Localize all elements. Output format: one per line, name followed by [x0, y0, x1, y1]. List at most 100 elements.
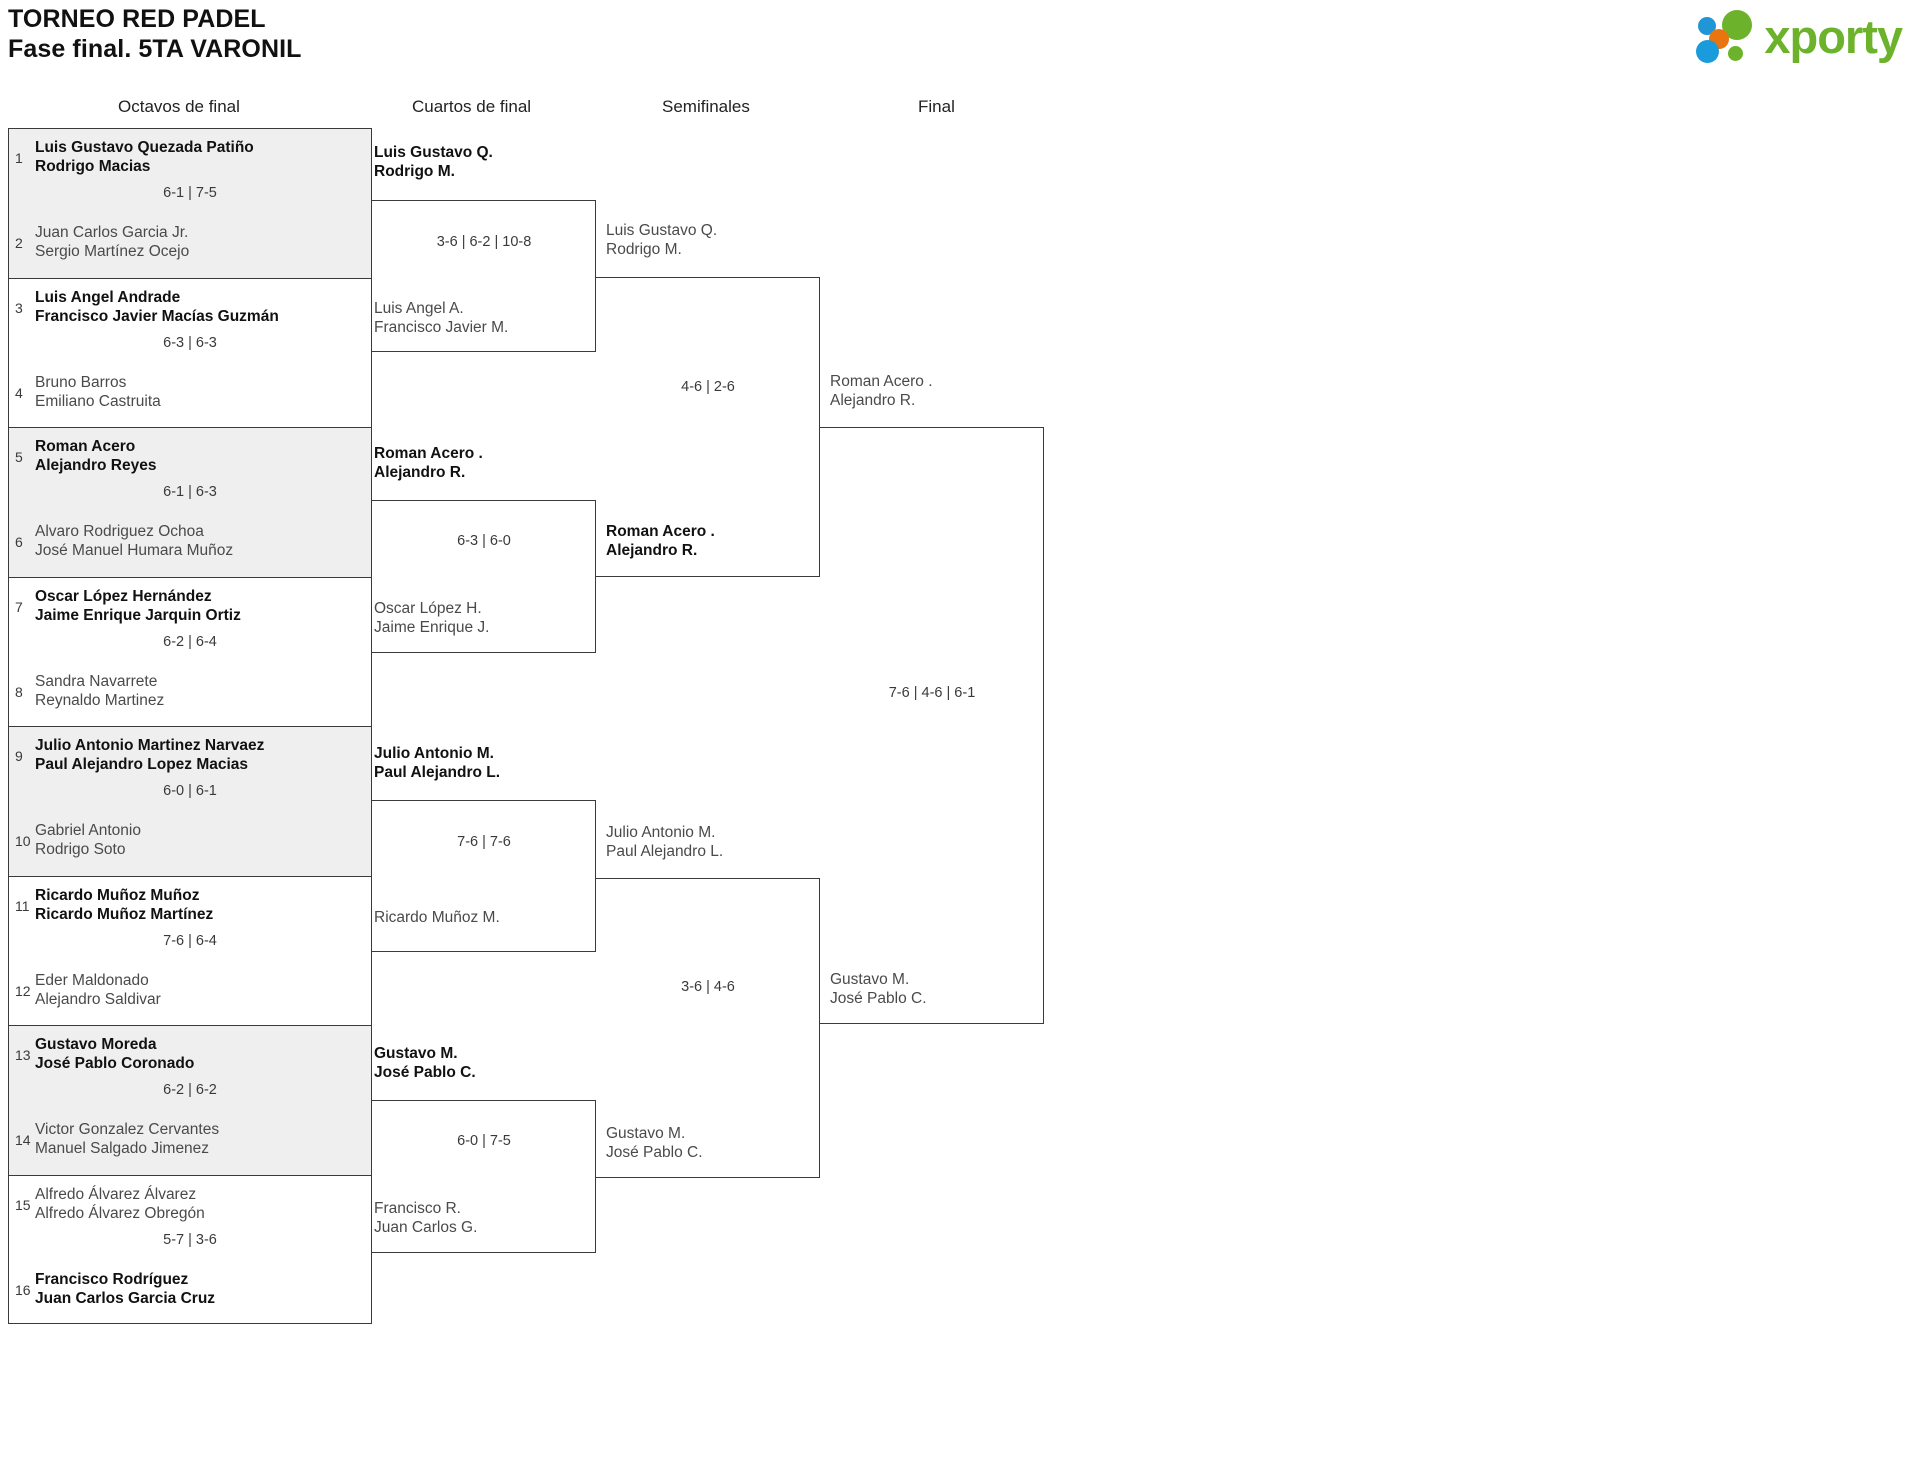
seed-number: 6: [15, 534, 23, 550]
seed-number: 12: [15, 982, 31, 999]
round-header-final: Final: [918, 97, 955, 116]
player-name: Rodrigo Soto: [35, 841, 126, 858]
player-name: Oscar López Hernández: [35, 587, 212, 605]
team-top: Roman Acero Alejandro Reyes: [35, 437, 365, 475]
team-bottom: Oscar López H. Jaime Enrique J.: [374, 599, 489, 637]
player-name: Juan Carlos G.: [374, 1219, 478, 1236]
team-top: Julio Antonio M. Paul Alejandro L.: [606, 823, 723, 861]
round-header-octavos: Octavos de final: [118, 97, 240, 116]
match-score: 3-6 | 6-2 | 10-8: [436, 234, 532, 250]
player-name: Paul Alejandro L.: [606, 843, 724, 860]
match-frame: [596, 878, 820, 1178]
player-name: Alejandro R.: [606, 542, 698, 559]
player-name: Juan Carlos Garcia Jr.: [35, 224, 189, 241]
player-name: Luis Gustavo Q.: [374, 144, 493, 161]
team-top: Julio Antonio M. Paul Alejandro L.: [374, 744, 500, 782]
player-name: José Pablo C.: [606, 1144, 703, 1161]
player-name: Rodrigo Macias: [35, 158, 151, 175]
player-name: Jaime Enrique J.: [374, 619, 490, 636]
player-name: Victor Gonzalez Cervantes: [35, 1121, 220, 1138]
match-frame: [820, 427, 1044, 1024]
team-top: Julio Antonio Martinez Narvaez Paul Alej…: [35, 736, 365, 774]
team-top: Alfredo Álvarez Álvarez Alfredo Álvarez …: [35, 1185, 365, 1223]
match-score: 4-6 | 2-6: [681, 379, 735, 395]
player-name: Luis Angel Andrade: [35, 288, 181, 306]
player-name: Rodrigo M.: [374, 163, 455, 180]
r1-match-8[interactable]: 15 Alfredo Álvarez Álvarez Alfredo Álvar…: [8, 1174, 372, 1324]
team-bottom: Sandra Navarrete Reynaldo Martinez: [35, 672, 365, 710]
match-score: 3-6 | 4-6: [681, 979, 735, 995]
match-score: 7-6 | 4-6 | 6-1: [888, 685, 976, 701]
seed-number: 1: [15, 150, 23, 166]
player-name: Gabriel Antonio: [35, 822, 141, 839]
player-name: Roman Acero .: [830, 373, 933, 390]
tournament-phase: Fase final. 5TA VARONIL: [8, 35, 302, 63]
player-name: Bruno Barros: [35, 373, 127, 391]
match-score: 6-2 | 6-4: [163, 633, 217, 650]
match-frame: [372, 500, 596, 653]
team-top: Ricardo Muñoz Muñoz Ricardo Muñoz Martín…: [35, 886, 365, 924]
team-top: Oscar López Hernández Jaime Enrique Jarq…: [35, 587, 365, 625]
player-name: Ricardo Muñoz Muñoz: [35, 886, 200, 904]
r1-match-2[interactable]: 3 Luis Angel Andrade Francisco Javier Ma…: [8, 277, 372, 427]
seed-number: 9: [15, 748, 23, 764]
match-frame: [372, 800, 596, 952]
team-top: Roman Acero . Alejandro R.: [374, 444, 483, 482]
match-frame: [372, 200, 596, 352]
player-name: Alvaro Rodriguez Ochoa: [35, 523, 204, 540]
match-score: 5-7 | 3-6: [163, 1231, 217, 1248]
match-score: 7-6 | 6-4: [163, 932, 217, 949]
match-score: 6-1 | 7-5: [163, 185, 217, 201]
r1-match-6[interactable]: 11 Ricardo Muñoz Muñoz Ricardo Muñoz Mar…: [8, 875, 372, 1025]
player-name: Alejandro R.: [374, 464, 466, 481]
team-bottom: Roman Acero . Alejandro R.: [606, 522, 715, 560]
match-score: 6-3 | 6-0: [457, 533, 511, 549]
player-name: Oscar López H.: [374, 600, 482, 617]
player-name: Francisco Javier M.: [374, 319, 509, 336]
player-name: Julio Antonio Martinez Narvaez: [35, 737, 265, 754]
team-bottom: Alvaro Rodriguez Ochoa José Manuel Humar…: [35, 522, 365, 560]
team-bottom: Luis Angel A. Francisco Javier M.: [374, 299, 508, 337]
player-name: Luis Gustavo Q.: [606, 222, 718, 239]
player-name: Alejandro Reyes: [35, 457, 157, 474]
r1-match-3[interactable]: 5 Roman Acero Alejandro Reyes 6-1 | 6-3 …: [8, 427, 372, 577]
player-name: Paul Alejandro L.: [374, 764, 501, 781]
team-bottom: Gustavo M. José Pablo C.: [606, 1124, 703, 1162]
match-score: 6-0 | 6-1: [163, 783, 217, 799]
r1-match-5[interactable]: 9 Julio Antonio Martinez Narvaez Paul Al…: [8, 726, 372, 876]
player-name: Luis Gustavo Quezada Patiño: [35, 139, 254, 156]
player-name: Sergio Martínez Ocejo: [35, 243, 190, 260]
player-name: Rodrigo M.: [606, 241, 682, 258]
player-name: Gustavo M.: [830, 971, 910, 988]
team-top: Gustavo Moreda José Pablo Coronado: [35, 1035, 365, 1073]
match-frame: [372, 1100, 596, 1253]
xporty-wordmark: xporty: [1764, 9, 1903, 63]
team-top: Luis Angel Andrade Francisco Javier Mací…: [35, 288, 365, 326]
r1-match-7[interactable]: 13 Gustavo Moreda José Pablo Coronado 6-…: [8, 1025, 372, 1175]
player-name: Sandra Navarrete: [35, 672, 158, 690]
player-name: Julio Antonio M.: [606, 824, 716, 841]
match-score: 6-1 | 6-3: [163, 484, 217, 500]
round-octavos-column: 1 Luis Gustavo Quezada Patiño Rodrigo Ma…: [8, 128, 372, 1324]
player-name: Reynaldo Martinez: [35, 691, 165, 709]
tournament-title-block: TORNEO RED PADEL Fase final. 5TA VARONIL: [8, 4, 302, 64]
player-name: Roman Acero: [35, 438, 136, 455]
player-name: Roman Acero .: [374, 445, 483, 462]
player-name: Jaime Enrique Jarquin Ortiz: [35, 606, 241, 624]
seed-number: 5: [15, 449, 23, 465]
player-name: Alejandro R.: [830, 392, 916, 409]
r1-match-1[interactable]: 1 Luis Gustavo Quezada Patiño Rodrigo Ma…: [8, 128, 372, 278]
team-bottom: Francisco Rodríguez Juan Carlos Garcia C…: [35, 1270, 365, 1308]
player-name: Julio Antonio M.: [374, 745, 494, 762]
xporty-logo: xporty: [1696, 8, 1903, 64]
r1-match-4[interactable]: 7 Oscar López Hernández Jaime Enrique Ja…: [8, 576, 372, 726]
team-top: Luis Gustavo Q. Rodrigo M.: [374, 143, 493, 181]
player-name: Francisco Javier Macías Guzmán: [35, 307, 279, 325]
match-frame: [596, 277, 820, 577]
team-bottom: Victor Gonzalez Cervantes Manuel Salgado…: [35, 1120, 365, 1158]
player-name: Ricardo Muñoz M.: [374, 909, 500, 926]
player-name: Gustavo M.: [606, 1125, 686, 1142]
team-bottom: Gabriel Antonio Rodrigo Soto: [35, 821, 365, 859]
seed-number: 15: [15, 1196, 31, 1213]
round-header-cuartos: Cuartos de final: [412, 97, 532, 116]
